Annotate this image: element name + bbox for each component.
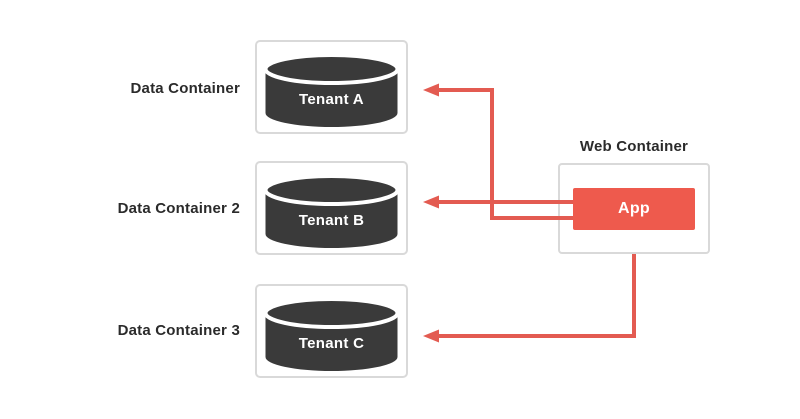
tenant-c-label: Tenant C (298, 335, 365, 352)
arrowhead-left-icon (423, 195, 439, 209)
database-cylinder-icon (263, 174, 400, 248)
arrowhead-left-icon (423, 83, 439, 97)
database-cylinder-icon (263, 53, 400, 127)
arrow-app-to-tenant-b (423, 195, 573, 209)
tenant-b-label: Tenant B (298, 212, 365, 229)
arrow-app-to-tenant-c (423, 254, 636, 343)
data-container-2-label: Data Container 2 (117, 200, 240, 217)
arrow-app-to-tenant-a (423, 83, 573, 220)
app-node: App (573, 188, 695, 230)
web-container-box: App (558, 163, 710, 254)
arrowhead-left-icon (423, 329, 439, 343)
web-container-label: Web Container (579, 138, 689, 155)
tenant-a-label: Tenant A (299, 91, 364, 108)
data-container-box-tenant-b: Tenant B (255, 161, 408, 255)
database-cylinder-icon (263, 297, 400, 371)
data-container-3-label: Data Container 3 (117, 322, 240, 339)
data-container-box-tenant-a: Tenant A (255, 40, 408, 134)
data-container-1-label: Data Container (130, 80, 240, 97)
data-container-box-tenant-c: Tenant C (255, 284, 408, 378)
